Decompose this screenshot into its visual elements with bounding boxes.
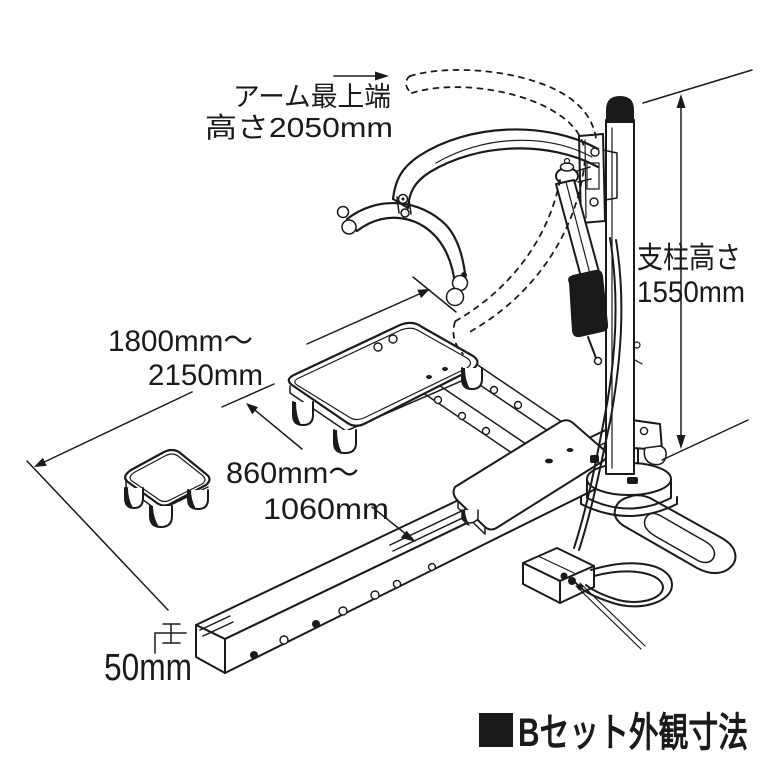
platform-table: [287, 321, 483, 454]
extension-line: [412, 276, 457, 313]
arm-top-arrow: [333, 71, 389, 81]
mast-base-bracket: [631, 419, 667, 466]
swivel-link: [396, 193, 412, 218]
small-platform: [124, 448, 211, 528]
hand-control-cable: [575, 582, 646, 650]
base-width-label-line2: 1060mm: [263, 493, 389, 526]
motor-box: [568, 269, 609, 338]
arm-top-height-label-line1: アーム最上端: [233, 82, 391, 112]
extension-line: [642, 69, 753, 104]
rail-height-marker: [154, 623, 187, 654]
title-block: Bセット外観寸法: [479, 711, 748, 755]
extension-line: [221, 383, 275, 408]
boom-arm: [391, 128, 600, 210]
extension-line: [26, 460, 169, 611]
arm-top-height-label-line2: 高さ2050mm: [205, 112, 393, 143]
actuator: [555, 157, 609, 366]
title-bullet-square: [479, 713, 513, 747]
table-feet: [292, 367, 483, 454]
cables: [568, 237, 674, 650]
raised-arm-dashed-outline: [405, 69, 597, 355]
labels: アーム最上端 高さ2050mm 支柱高さ 1550mm 1800mm〜 2150…: [104, 82, 745, 689]
rail-height-label: 50mm: [104, 647, 192, 689]
motion-arc: [453, 179, 561, 323]
foot-plate: [613, 494, 737, 574]
pedal-box: [522, 547, 595, 604]
diagram-title: Bセット外観寸法: [518, 711, 748, 755]
base-length-label-line1: 1800mm〜: [108, 325, 253, 358]
base-step-plate: [452, 419, 608, 535]
base-width-dimension: [221, 383, 416, 542]
extension-line: [661, 419, 749, 461]
base-length-label-line2: 2150mm: [148, 359, 263, 392]
lift-illustration: [124, 69, 737, 674]
motion-arc: [465, 159, 586, 335]
dimension-lines: [26, 69, 753, 654]
left-hook: [336, 205, 350, 219]
pivot-bracket: [578, 133, 618, 224]
mast-height-label-line1: 支柱高さ: [637, 242, 741, 275]
spreader-bar: [336, 201, 469, 307]
small-platform-feet: [124, 487, 209, 528]
base-length-dimension: [26, 276, 457, 611]
mast-height-dimension: [642, 69, 753, 461]
mast-height-label-line2: 1550mm: [637, 276, 745, 309]
base-width-label-line1: 860mm〜: [226, 457, 359, 490]
